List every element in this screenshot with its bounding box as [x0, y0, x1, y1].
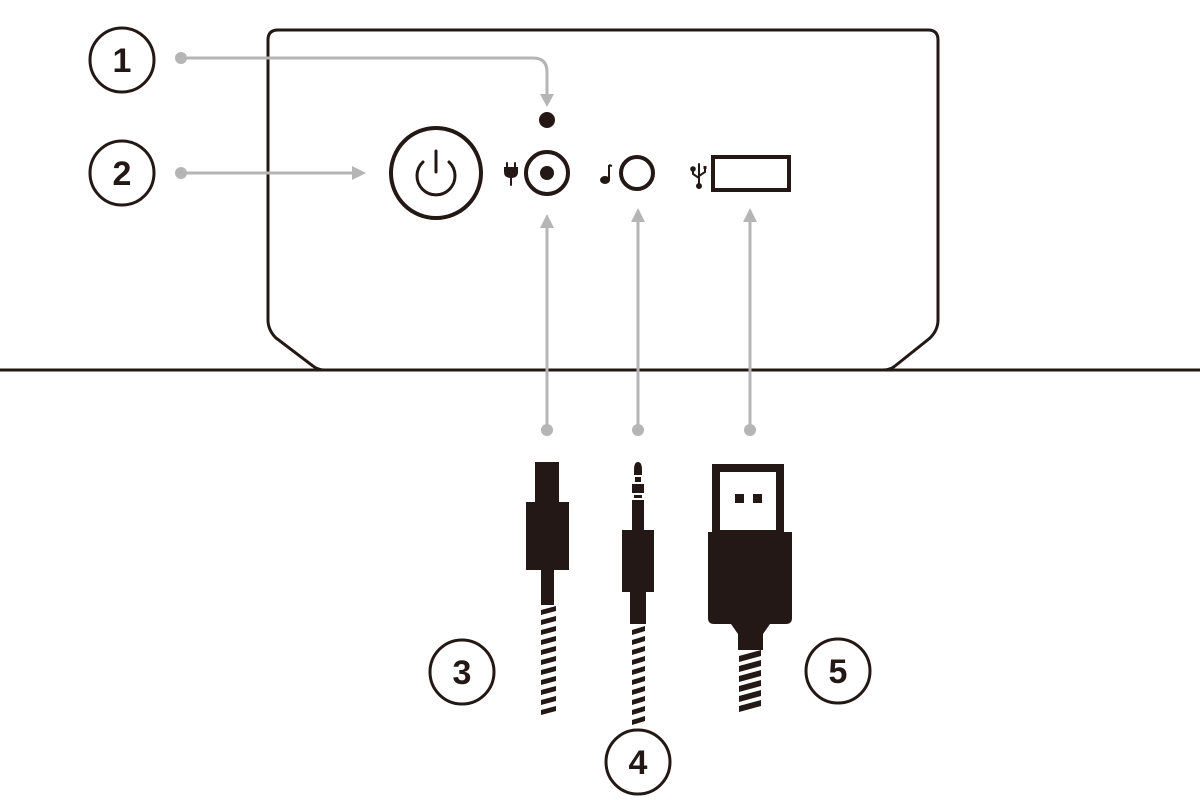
svg-text:5: 5 — [829, 653, 848, 691]
usb-cable — [708, 464, 792, 712]
callout-3: 3 — [428, 638, 496, 706]
callout-5: 5 — [804, 637, 872, 705]
aux-in-port[interactable] — [619, 155, 655, 191]
aux-audio-cable — [622, 462, 654, 725]
usb-icon — [690, 163, 707, 189]
device-body — [266, 28, 940, 372]
usb-port[interactable] — [711, 155, 791, 192]
led-indicator — [539, 112, 555, 128]
callout-1: 1 — [88, 26, 156, 94]
power-button-icon — [415, 149, 457, 197]
leader-dots — [175, 52, 756, 436]
leader-lines — [181, 56, 752, 430]
plug-icon — [504, 162, 518, 186]
dc-power-cable — [526, 462, 569, 715]
svg-text:2: 2 — [113, 155, 132, 193]
svg-text:4: 4 — [629, 744, 648, 782]
leader-arrowheads — [352, 94, 757, 228]
svg-text:1: 1 — [113, 42, 132, 80]
music-note-icon — [600, 164, 613, 184]
power-button[interactable] — [389, 126, 483, 220]
svg-text:3: 3 — [453, 654, 472, 692]
callout-4: 4 — [604, 728, 672, 796]
callout-2: 2 — [88, 139, 156, 207]
dc-in-port[interactable] — [524, 150, 570, 196]
